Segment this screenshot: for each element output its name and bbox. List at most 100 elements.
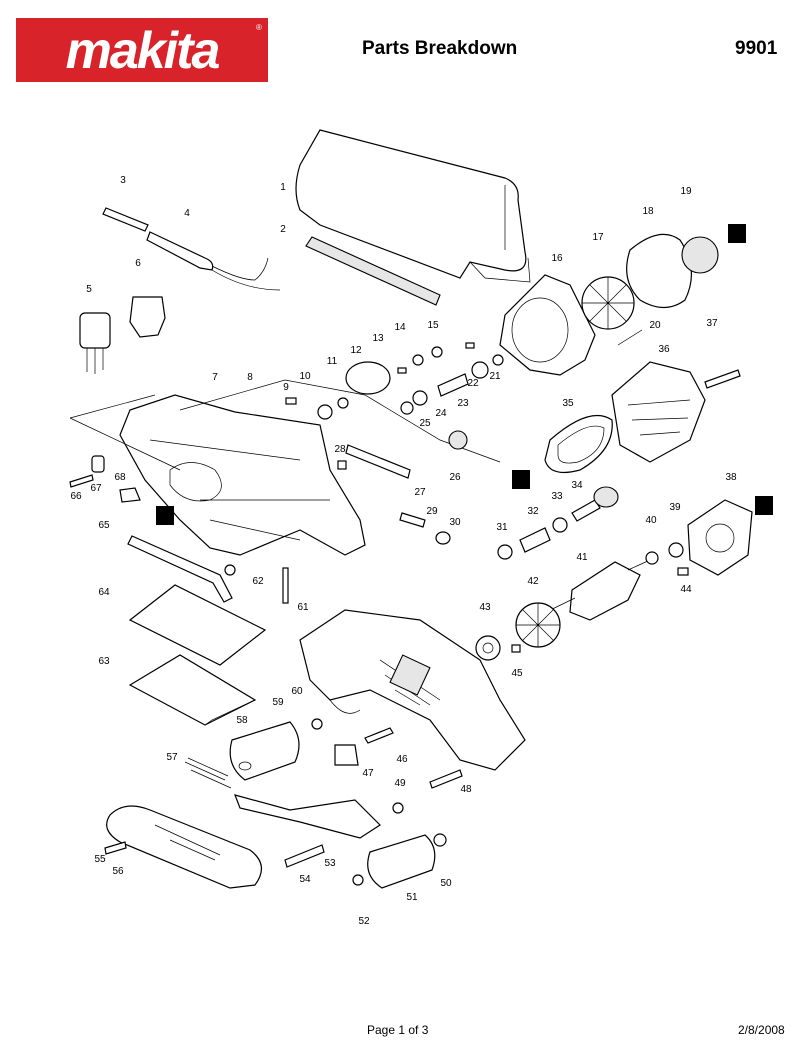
- pin-drawing: [102, 207, 149, 232]
- dust-bag-drawing: [295, 129, 527, 279]
- part-number-label: 36: [658, 344, 670, 355]
- baffle-plate-drawing: [626, 233, 693, 309]
- part-number-label: 17: [592, 232, 604, 243]
- part-number-label: 28: [334, 444, 346, 455]
- part-number-label: 26: [449, 472, 461, 483]
- part-number-label: 56: [112, 866, 124, 877]
- page-indicator: Page 1 of 3: [367, 1023, 429, 1037]
- part-number-label: 44: [680, 584, 692, 595]
- part-number-label: 30: [449, 517, 461, 528]
- part-number-label: 53: [324, 858, 336, 869]
- part-number-label: 65: [98, 520, 110, 531]
- part-number-label: 22: [467, 378, 479, 389]
- part-number-label: 62: [252, 576, 264, 587]
- tension-lever-drawing: [234, 794, 381, 839]
- part-number-label: 63: [98, 656, 110, 667]
- part-number-label: 8: [247, 372, 253, 383]
- part-number-label: 51: [406, 892, 418, 903]
- part-number-label: 43: [479, 602, 491, 613]
- page-title: Parts Breakdown: [362, 38, 518, 59]
- clip-strip-drawing: [305, 236, 441, 306]
- front-drum-drawing: [367, 834, 436, 889]
- part-number-label: 68: [114, 472, 126, 483]
- drive-belt-drawing: [544, 414, 613, 473]
- part-number-label: 21: [489, 371, 501, 382]
- part-number-label: 29: [426, 506, 438, 517]
- part-number-label: 37: [706, 318, 718, 329]
- part-number-label: 1: [280, 182, 286, 193]
- bearing-box-drawing: [611, 361, 706, 463]
- ball-bearing-drawing: [475, 635, 501, 661]
- motor-housing-drawing: [119, 394, 366, 556]
- cord-drawing: [146, 231, 214, 271]
- logo-wordmark: makita: [66, 22, 220, 80]
- fan-housing-drawing: [499, 274, 596, 376]
- part-number-label: 66: [70, 491, 82, 502]
- part-number-label: 10: [299, 371, 311, 382]
- field-stator-drawing: [687, 499, 753, 576]
- part-number-label: 48: [460, 784, 472, 795]
- capacitor-drawing: [79, 312, 111, 349]
- helical-gear-drawing: [681, 236, 719, 274]
- part-number-label: 11: [327, 356, 338, 367]
- registered-mark-icon: ®: [256, 23, 262, 32]
- part-number-label: 52: [358, 916, 370, 927]
- part-number-label: 6: [135, 258, 141, 269]
- part-number-label: 49: [394, 778, 406, 789]
- part-number-label: 32: [527, 506, 539, 517]
- part-number-label: 58: [236, 715, 248, 726]
- paper-sheet-drawing: [128, 584, 267, 666]
- callout-b-mid: B: [512, 470, 530, 490]
- part-number-label: 64: [98, 587, 110, 598]
- svg-text:A: A: [159, 507, 171, 526]
- svg-text:B: B: [731, 225, 743, 244]
- exploded-parts-diagram: A A B B 12345678910111213141516171819202…: [69, 129, 773, 927]
- part-number-label: 3: [120, 175, 126, 186]
- part-number-label: 18: [642, 206, 654, 217]
- callout-b-top: B: [728, 224, 746, 244]
- part-number-label: 19: [680, 186, 692, 197]
- part-number-label: 16: [551, 253, 563, 264]
- name-plate-drawing: [389, 654, 431, 696]
- part-number-label: 4: [184, 208, 190, 219]
- part-number-label: 2: [280, 224, 286, 235]
- part-number-label: 13: [372, 333, 384, 344]
- part-number-label: 40: [645, 515, 657, 526]
- part-number-label: 35: [562, 398, 574, 409]
- part-number-label: 7: [212, 372, 218, 383]
- part-number-label: 20: [649, 320, 661, 331]
- part-number-label: 61: [297, 602, 309, 613]
- part-number-label: 45: [511, 668, 523, 679]
- part-number-label: 23: [457, 398, 469, 409]
- part-number-label: 5: [86, 284, 92, 295]
- part-number-label: 33: [551, 491, 563, 502]
- part-number-label: 67: [90, 483, 102, 494]
- part-number-label: 41: [576, 552, 588, 563]
- part-number-label: 25: [419, 418, 431, 429]
- svg-text:B: B: [515, 471, 527, 490]
- logo-background: [16, 18, 268, 82]
- armature-drawing: [569, 561, 641, 621]
- callout-a-left: A: [156, 506, 174, 526]
- part-number-label: 46: [396, 754, 408, 765]
- part-number-label: 9: [283, 382, 289, 393]
- makita-logo: makita ®: [16, 18, 268, 82]
- part-number-label: 39: [669, 502, 681, 513]
- part-number-label: 60: [291, 686, 303, 697]
- side-plate-drawing: [106, 805, 262, 889]
- rear-drum-drawing: [229, 721, 300, 781]
- part-number-label: 15: [427, 320, 439, 331]
- part-number-label: 55: [94, 854, 106, 865]
- part-number-label: 24: [435, 408, 447, 419]
- switch-drawing: [129, 296, 166, 338]
- part-number-label: 27: [414, 487, 426, 498]
- part-number-label: 12: [350, 345, 362, 356]
- part-number-label: 54: [299, 874, 311, 885]
- part-number-label: 50: [440, 878, 452, 889]
- part-number-label: 57: [166, 752, 178, 763]
- part-number-label: 38: [725, 472, 737, 483]
- part-number-label: 59: [272, 697, 284, 708]
- part-number-label: 31: [496, 522, 508, 533]
